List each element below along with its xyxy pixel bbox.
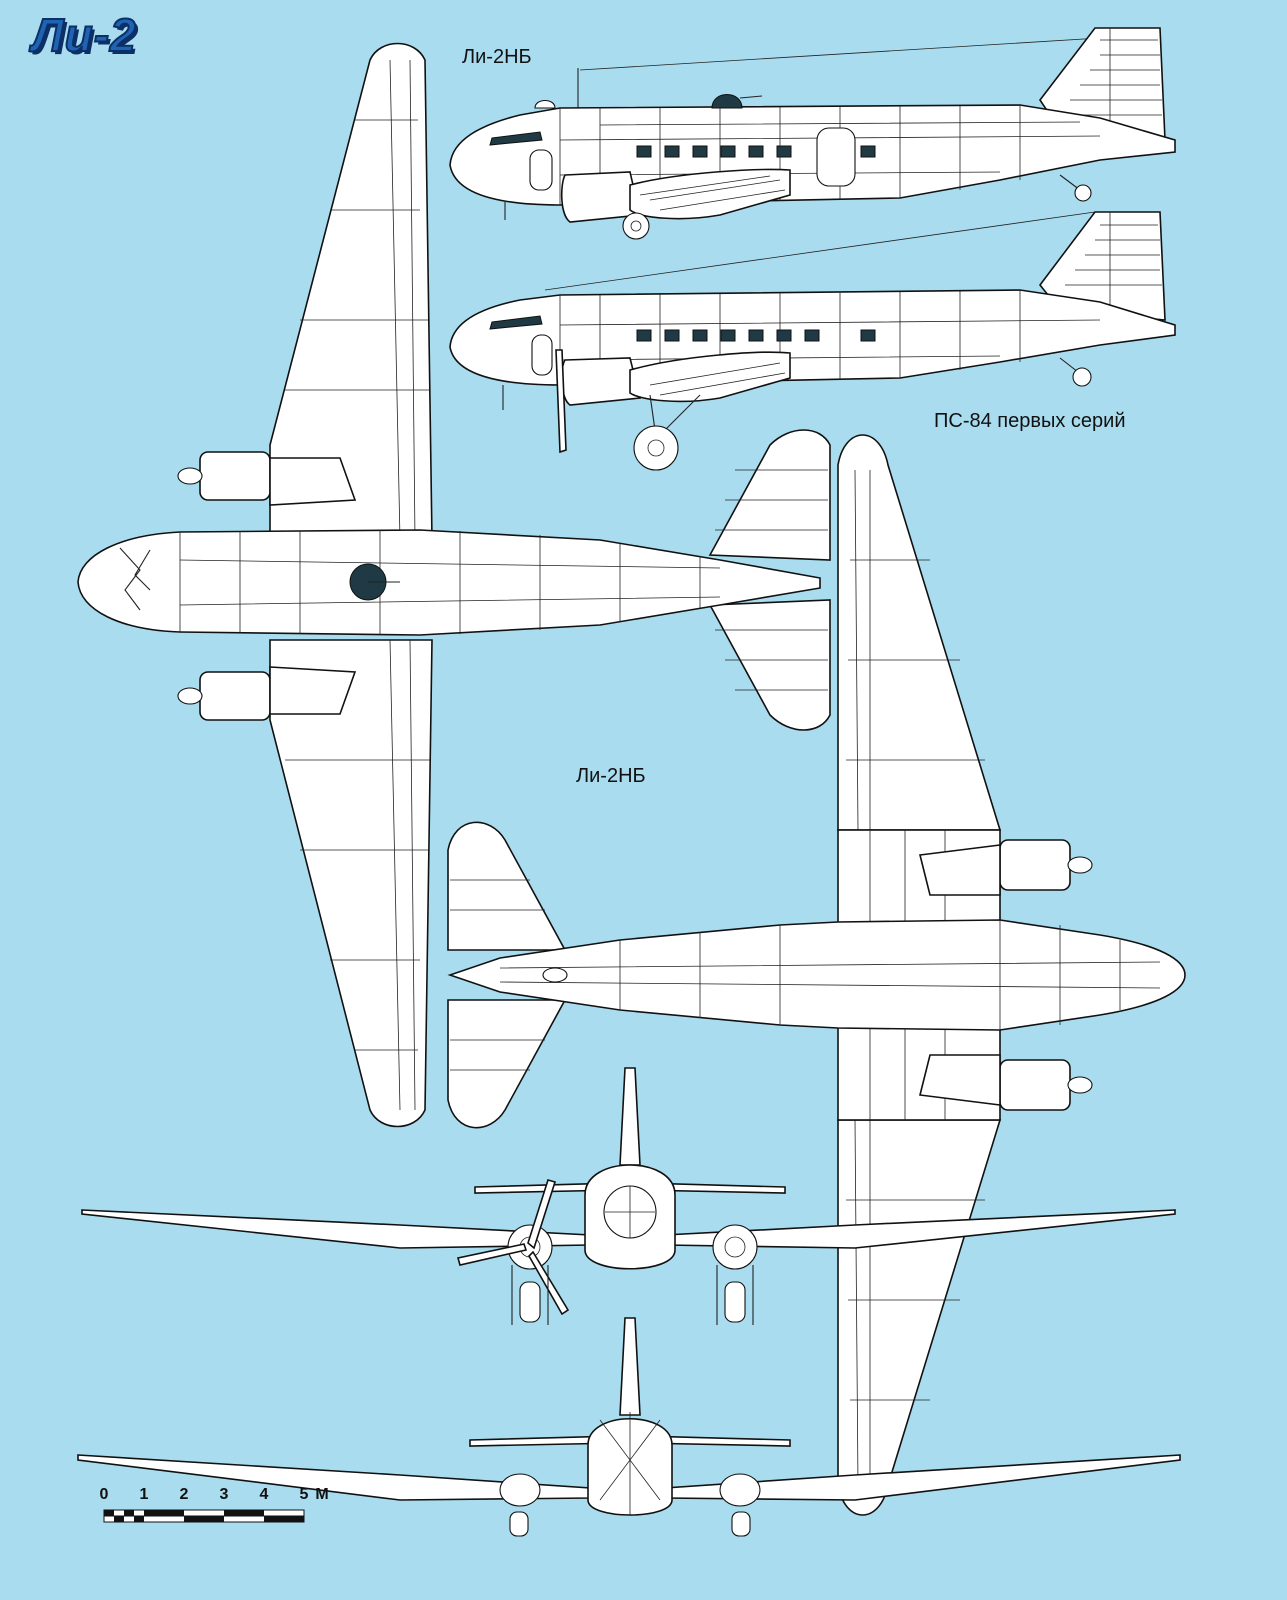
scale-bar: 0 1 2 3 4 5 М: [100, 1486, 340, 1546]
plan-view-bottom: [447, 434, 1186, 1516]
caption-plan-view: Ли-2НБ: [576, 765, 646, 787]
page-title: Ли-2: [31, 8, 137, 62]
side-view-li2nb: [449, 27, 1176, 240]
scale-tick-0: 0: [99, 1486, 109, 1503]
scale-tick-2: 2: [179, 1486, 189, 1503]
scale-tick-1: 1: [139, 1486, 149, 1503]
rear-view: [77, 1317, 1181, 1537]
scale-tick-5: 5: [299, 1486, 309, 1503]
side-view-ps84: [449, 211, 1176, 471]
plan-view-top: [77, 42, 831, 1128]
scale-tick-4: 4: [259, 1486, 269, 1503]
caption-top-side-view: Ли-2НБ: [462, 46, 532, 68]
front-view: [81, 1067, 1176, 1325]
side-view-windows: [636, 145, 876, 158]
scale-bar-labels: 0 1 2 3 4 5 М: [100, 1486, 340, 1510]
caption-second-side-view: ПС-84 первых серий: [934, 410, 1126, 432]
side-view-ps84-windows: [636, 329, 876, 342]
scale-bar-blocks: [103, 1509, 305, 1523]
scale-unit: М: [315, 1486, 329, 1503]
scale-tick-3: 3: [219, 1486, 229, 1503]
